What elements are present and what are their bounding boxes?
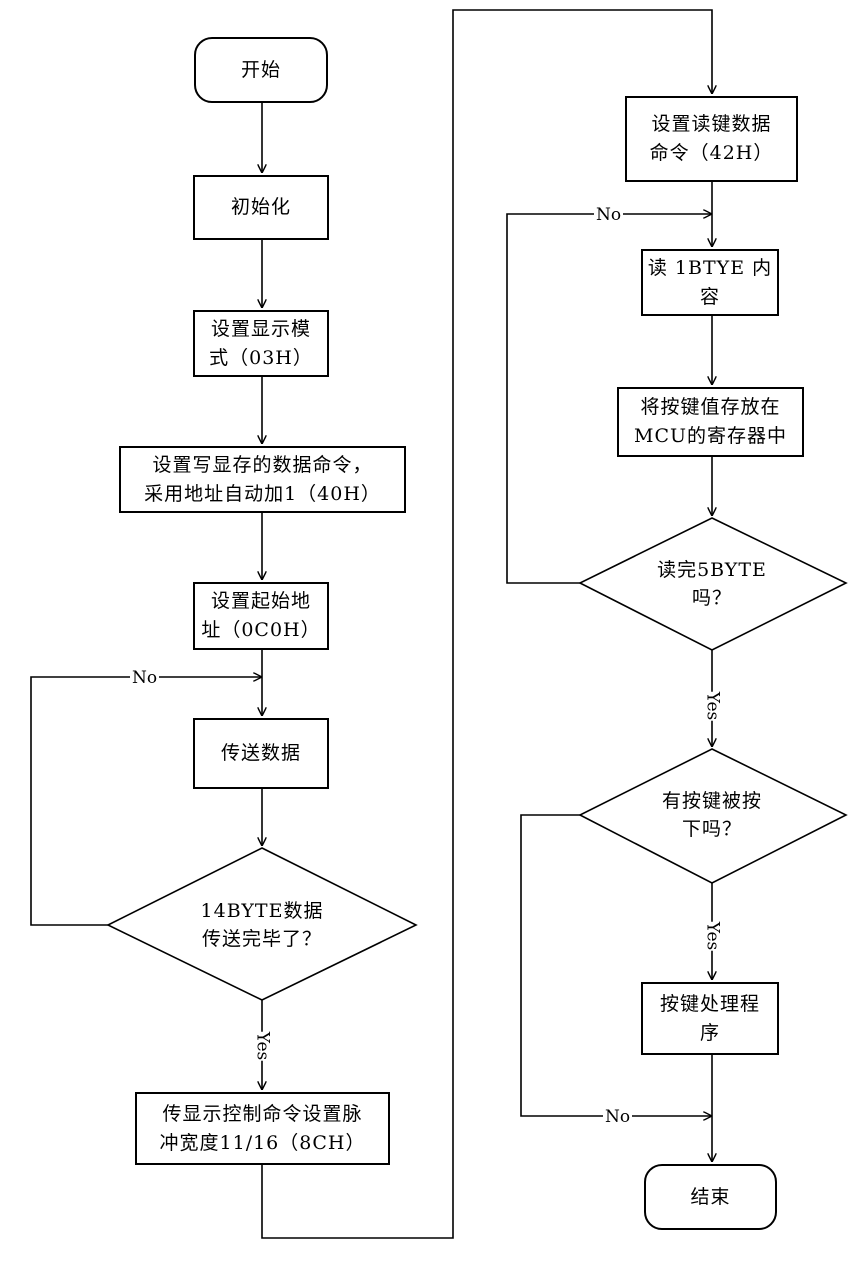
decision-5byte-label: 读完5BYTE 吗？ — [657, 559, 767, 609]
set-read-cmd-box: 设置读键数据 命令（42H） — [625, 96, 798, 182]
send-data-box: 传送数据 — [193, 718, 329, 789]
set-read-cmd-label: 设置读键数据 命令（42H） — [649, 113, 774, 164]
start-node: 开始 — [194, 37, 328, 103]
label-no-key: No — [603, 1107, 633, 1127]
read-byte-label: 读 1BTYE 内 容 — [647, 256, 773, 308]
set-write-cmd-label: 设置写显存的数据命令， 采用地址自动加1（40H） — [144, 453, 381, 505]
decision-key-label: 有按键被按 下吗？ — [661, 790, 762, 840]
set-display-mode-label: 设置显示模 式（03H） — [209, 317, 313, 369]
label-yes-key: Yes — [702, 921, 723, 951]
init-box: 初始化 — [193, 175, 329, 240]
set-start-addr-box: 设置起始地 址（0C0H） — [193, 582, 329, 650]
label-no-read: No — [594, 205, 624, 225]
read-byte-box: 读 1BTYE 内 容 — [641, 249, 779, 316]
key-handler-label: 按键处理程 序 — [659, 992, 760, 1044]
label-yes-send: Yes — [252, 1031, 273, 1061]
store-key-label: 将按键值存放在 MCU的寄存器中 — [633, 396, 787, 447]
decision-14byte-shape — [106, 847, 418, 1001]
start-label: 开始 — [240, 58, 281, 81]
label-no-send: No — [130, 668, 160, 688]
end-node: 结束 — [644, 1164, 777, 1230]
set-display-mode-box: 设置显示模 式（03H） — [193, 310, 329, 377]
connector-to-right-column — [261, 9, 712, 1239]
store-key-box: 将按键值存放在 MCU的寄存器中 — [617, 387, 804, 457]
end-label: 结束 — [690, 1185, 731, 1208]
display-ctrl-label: 传显示控制命令设置脉 冲宽度11/16（8CH） — [159, 1102, 366, 1154]
init-label: 初始化 — [230, 196, 291, 218]
display-ctrl-box: 传显示控制命令设置脉 冲宽度11/16（8CH） — [135, 1092, 390, 1165]
decision-key-shape — [578, 748, 848, 884]
label-yes-read: Yes — [702, 691, 723, 721]
decision-5byte-shape — [578, 517, 848, 651]
key-handler-box: 按键处理程 序 — [641, 982, 779, 1055]
decision-14byte-label: 14BYTE数据 传送完毕了？ — [200, 900, 324, 950]
set-start-addr-label: 设置起始地 址（0C0H） — [201, 590, 321, 641]
set-write-cmd-box: 设置写显存的数据命令， 采用地址自动加1（40H） — [119, 446, 406, 513]
send-data-label: 传送数据 — [220, 742, 301, 764]
